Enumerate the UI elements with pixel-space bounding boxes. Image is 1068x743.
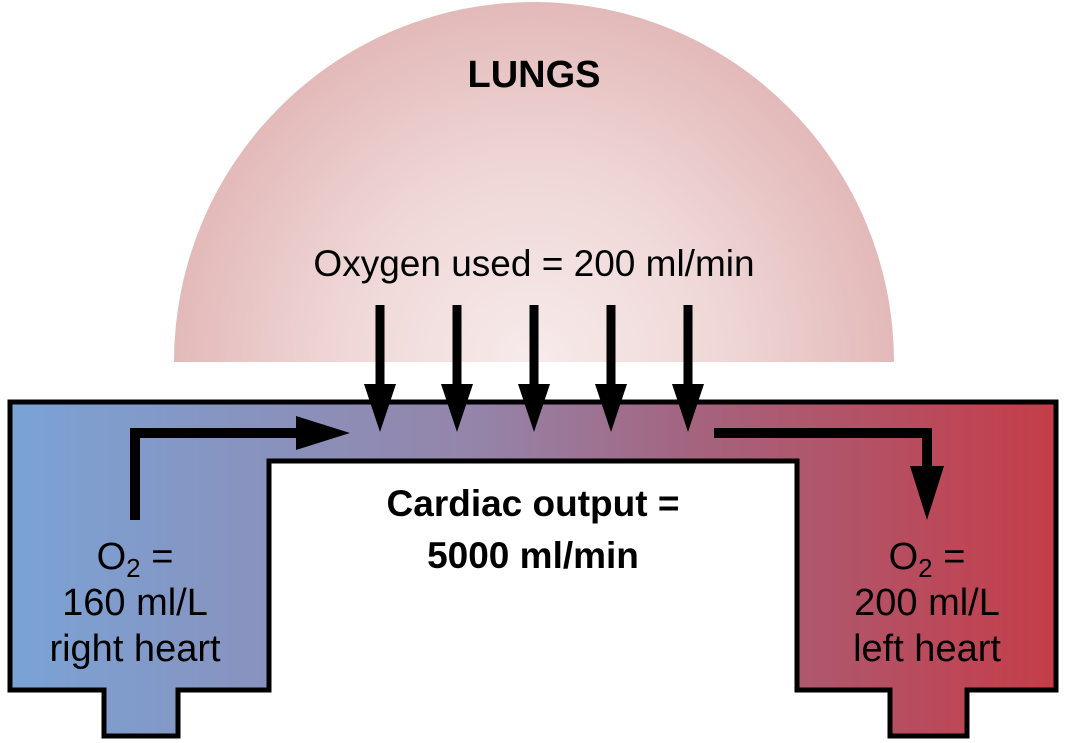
lungs-title: LUNGS (467, 54, 601, 96)
oxygen-arrow-4 (595, 305, 627, 432)
right-heart-concentration: 160 ml/L (62, 582, 208, 624)
oxygen-arrow-3 (518, 305, 550, 432)
blood-circulation-channel (7, 399, 1059, 739)
oxygen-arrow-1 (364, 305, 396, 432)
cardiac-output-line-1: Cardiac output = (386, 483, 680, 524)
oxygen-arrow-5 (672, 305, 704, 432)
right-heart-o2-equals: = (140, 536, 174, 578)
left-heart-o2-subscript: 2 (918, 553, 933, 583)
oxygen-used-label: Oxygen used = 200 ml/min (313, 243, 755, 284)
cardiac-output-label: Cardiac output = 5000 ml/min (283, 478, 783, 582)
arterial-flow-arrow (714, 428, 944, 520)
left-heart-o2-symbol: O (888, 536, 919, 578)
right-heart-name: right heart (49, 628, 221, 670)
venous-flow-arrow (130, 416, 350, 520)
cardiac-output-line-2: 5000 ml/min (427, 535, 639, 576)
left-heart-o2-line: O2 = (812, 534, 1042, 583)
left-heart-o2-equals: = (932, 536, 966, 578)
right-heart-o2-subscript: 2 (126, 553, 141, 583)
right-heart-label: O2 = 160 ml/L right heart (30, 534, 240, 672)
oxygen-arrow-2 (441, 305, 473, 432)
left-heart-name: left heart (853, 628, 1001, 670)
lungs-area (174, 2, 894, 362)
oxygen-uptake-arrows (364, 305, 704, 432)
right-heart-o2-line: O2 = (30, 534, 240, 583)
left-heart-concentration: 200 ml/L (854, 582, 1000, 624)
right-heart-o2-symbol: O (96, 536, 127, 578)
left-heart-label: O2 = 200 ml/L left heart (812, 534, 1042, 672)
